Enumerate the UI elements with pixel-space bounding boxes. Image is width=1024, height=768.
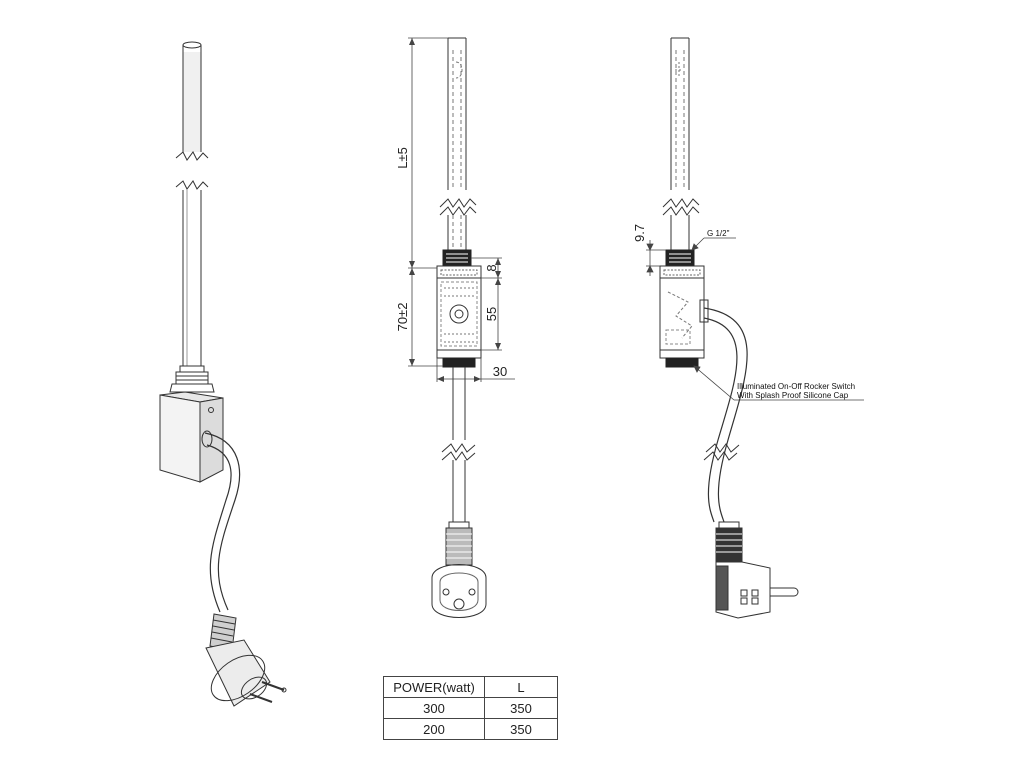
- side-plug: [715, 521, 799, 619]
- switch-leader: [693, 365, 864, 401]
- side-nut: [665, 249, 695, 267]
- switch-annotation-line2: With Splash Proof Silicone Cap: [737, 391, 849, 400]
- side-cable: [703, 307, 748, 523]
- power-length-table: POWER(watt) L 300 350 200 350: [383, 676, 558, 740]
- front-nut: [442, 249, 472, 267]
- thread-leader: [691, 237, 736, 251]
- table-cell-length: 350: [484, 718, 558, 740]
- front-rod: [439, 37, 477, 250]
- side-view: [646, 37, 864, 619]
- table-header-row: POWER(watt) L: [383, 676, 558, 698]
- dimension-switch-height: 55: [484, 307, 499, 321]
- dimension-arrows: [409, 38, 501, 382]
- dimension-length: L±5: [395, 147, 410, 169]
- dimension-box-width: 30: [493, 364, 507, 379]
- side-control-box: [659, 265, 709, 368]
- isometric-view: [159, 41, 287, 707]
- side-dimension-lines: [646, 240, 666, 276]
- dimension-thread-height: 8: [484, 264, 499, 271]
- power-cable: [204, 432, 241, 613]
- front-plug: [431, 521, 487, 618]
- table-cell-length: 350: [484, 697, 558, 719]
- front-dimension-lines: [408, 37, 515, 382]
- power-plug: [205, 613, 287, 707]
- dimension-box-height: 70±2: [395, 303, 410, 332]
- heating-rod: [175, 41, 209, 366]
- table-row: 200 350: [383, 718, 558, 740]
- table-header-power: POWER(watt): [383, 676, 485, 698]
- table-row: 300 350: [383, 697, 558, 719]
- table-cell-power: 200: [383, 718, 485, 740]
- side-rod: [662, 37, 700, 250]
- front-view: [408, 37, 515, 618]
- table-cell-power: 300: [383, 697, 485, 719]
- threaded-fitting: [169, 365, 215, 393]
- thread-size-label: G 1/2": [707, 229, 730, 238]
- front-control-box: [436, 265, 482, 368]
- table-header-length: L: [484, 676, 558, 698]
- switch-annotation-line1: Illuminated On-Off Rocker Switch: [737, 382, 855, 391]
- dimension-nut-height: 9.7: [632, 224, 647, 242]
- control-box: [159, 391, 224, 483]
- front-cable: [441, 367, 476, 522]
